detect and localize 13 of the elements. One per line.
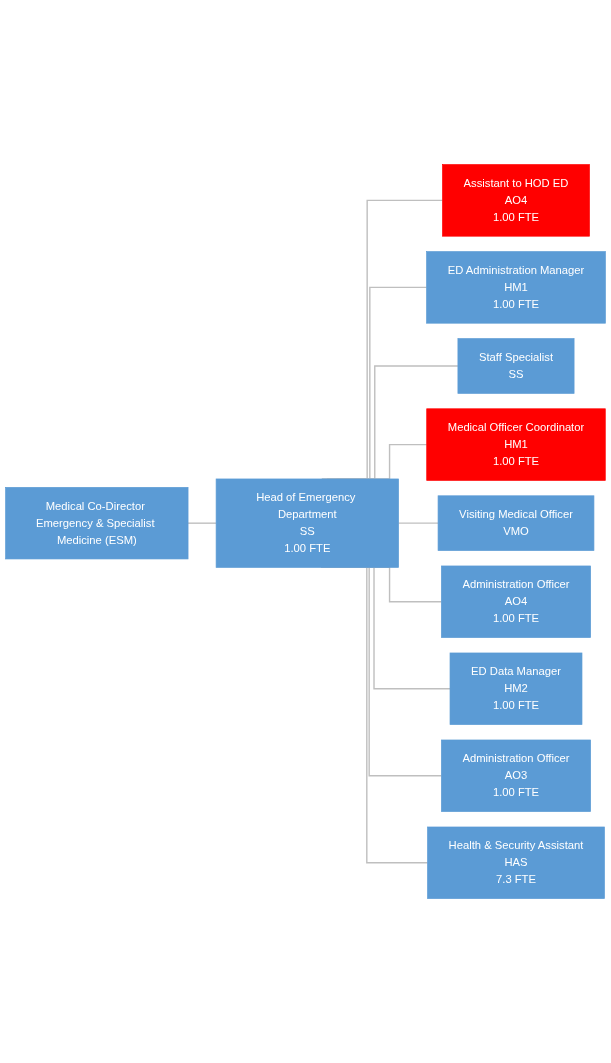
node-box: Health & Security Assistant HAS 7.3 FTE — [427, 826, 605, 899]
connector — [187, 522, 217, 524]
node-box: ED Data Manager HM2 1.00 FTE — [449, 652, 583, 725]
node-box: Staff Specialist SS — [457, 338, 575, 394]
node-box: Head of Emergency Department SS 1.00 FTE — [215, 478, 399, 568]
connector — [397, 522, 439, 524]
node-box: Medical Co-Director Emergency & Specialist Medicine (ESM) — [5, 486, 189, 560]
node-box: Assistant to HOD ED AO4 1.00 FTE — [442, 164, 590, 237]
node-box: ED Administration Manager HM1 1.00 FTE — [426, 251, 606, 324]
node-box: Administration Officer AO3 1.00 FTE — [441, 739, 591, 812]
node-box: Medical Officer Coordinator HM1 1.00 FTE — [426, 408, 606, 481]
node-box: Visiting Medical Officer VMO — [437, 495, 595, 551]
node-box: Administration Officer AO4 1.00 FTE — [441, 565, 591, 638]
